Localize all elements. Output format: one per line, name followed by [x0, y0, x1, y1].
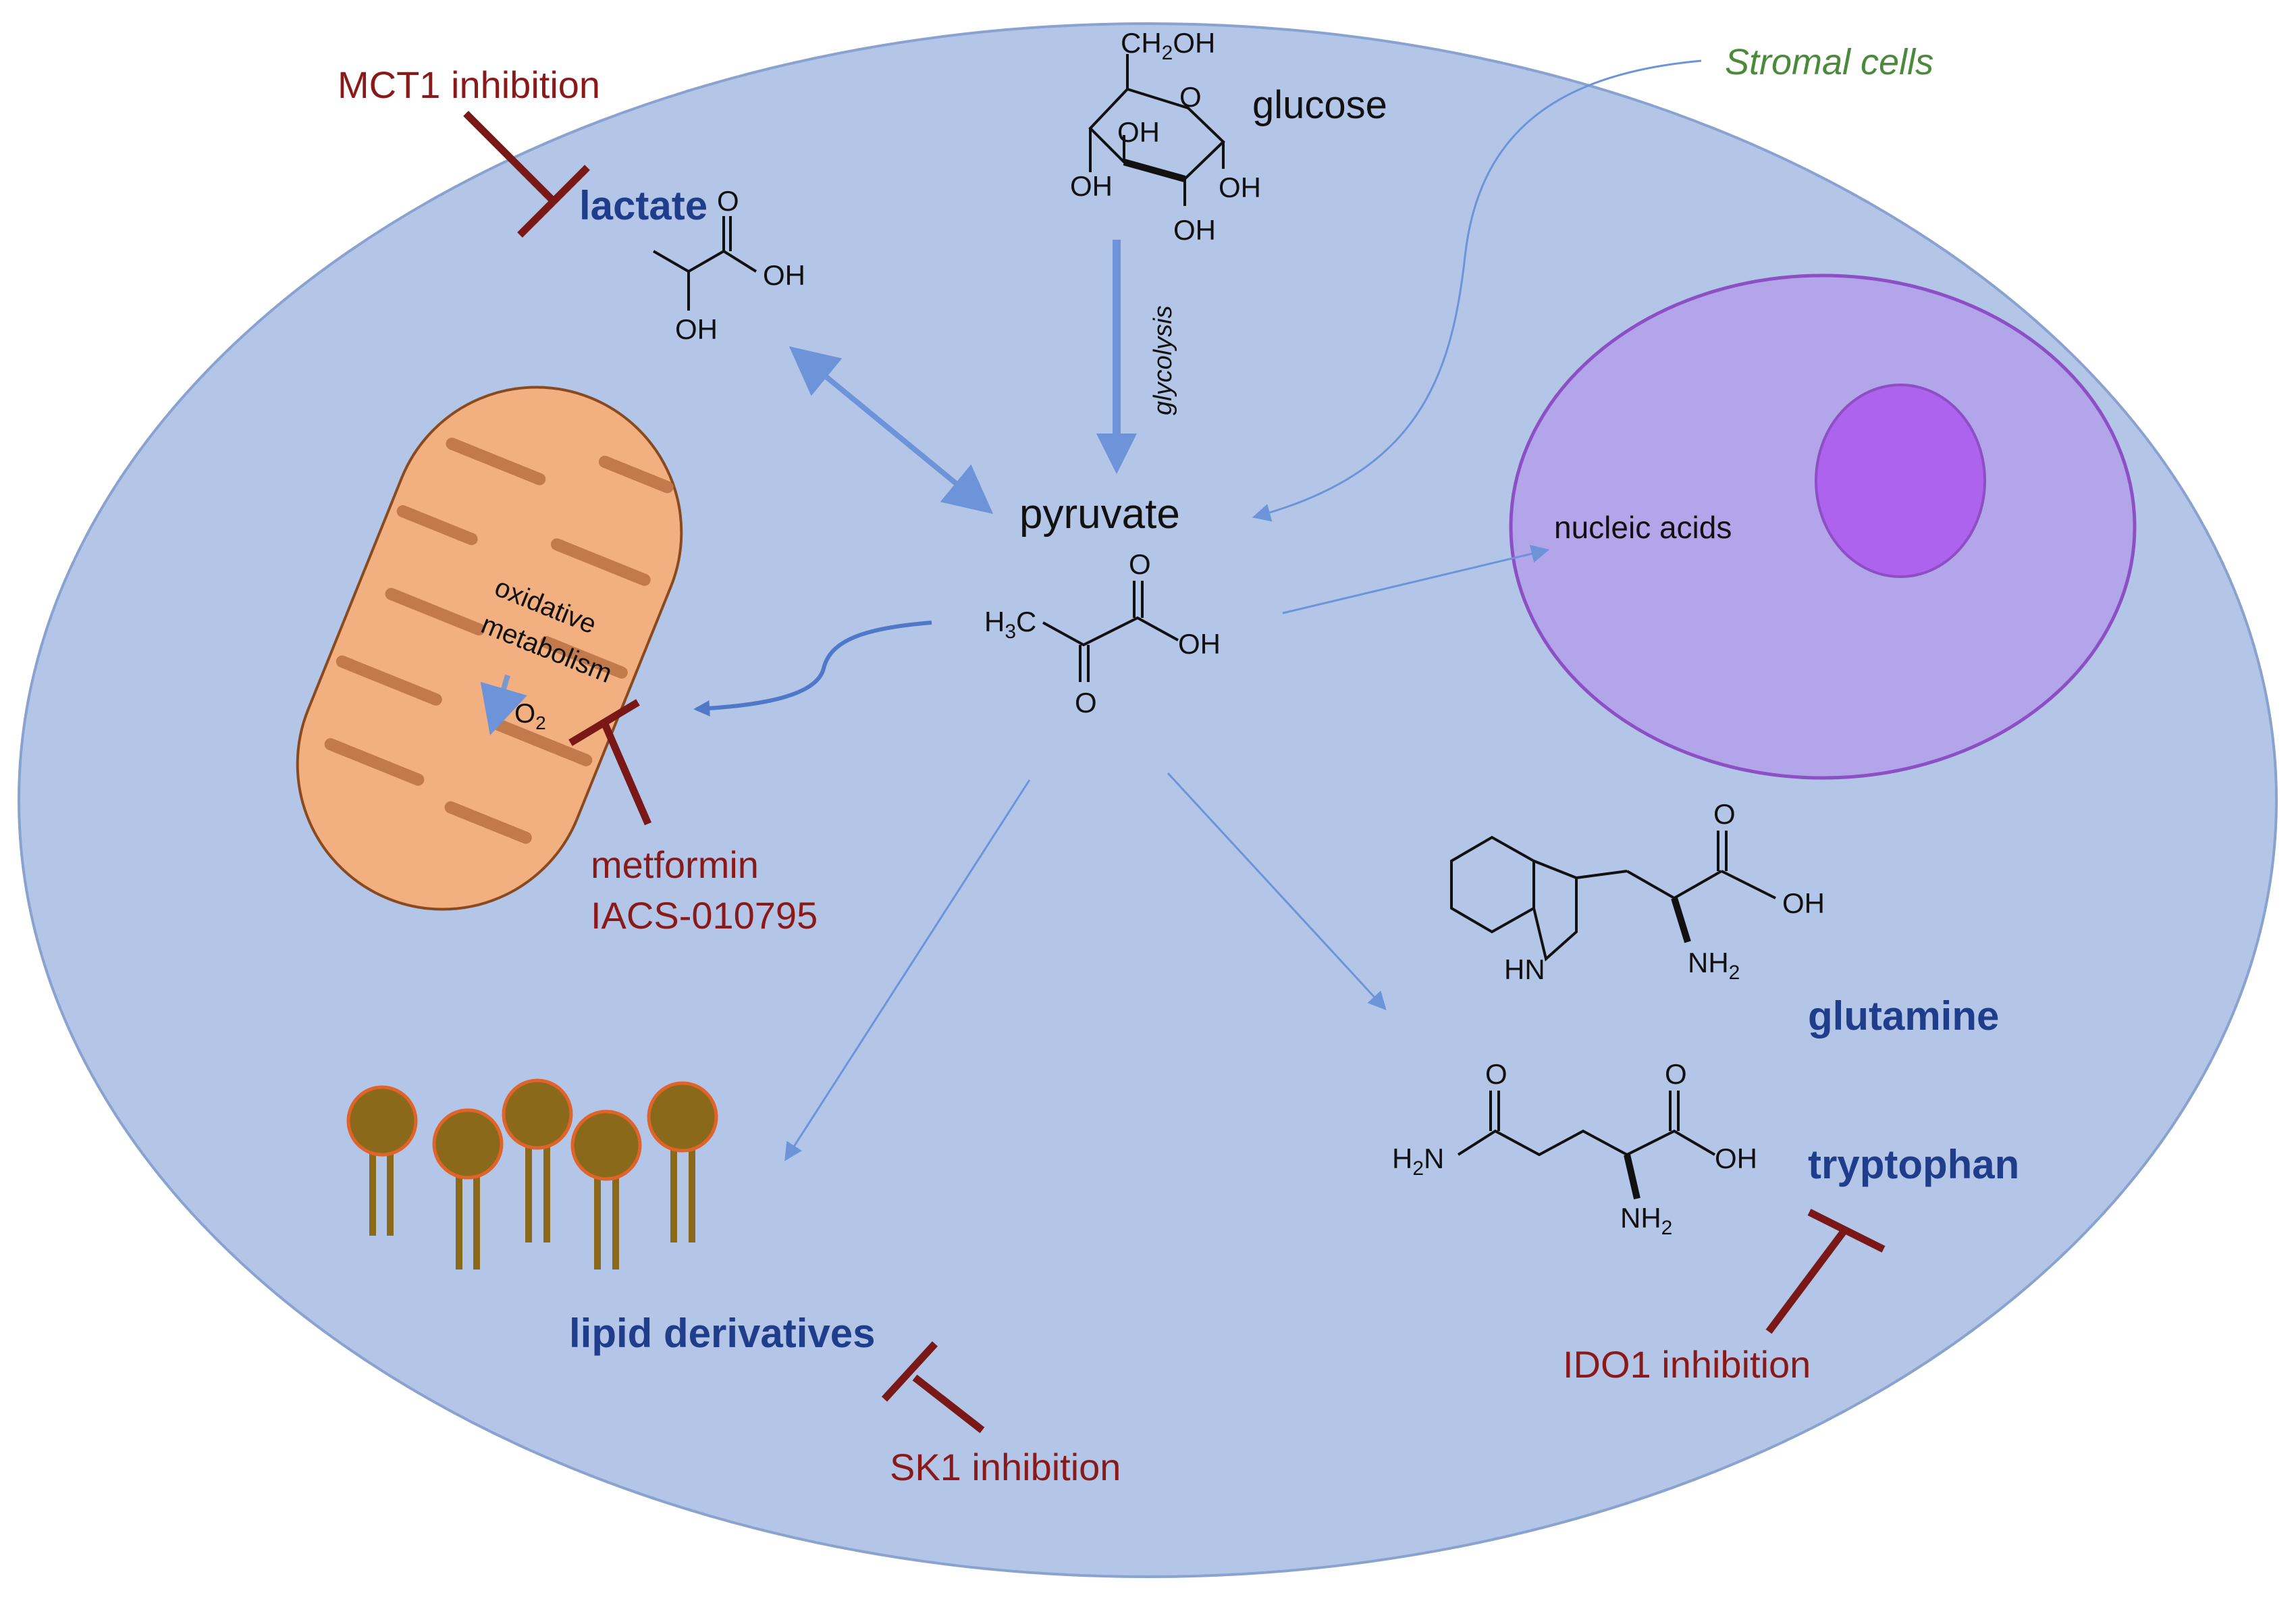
oxygen-arrow [480, 674, 527, 735]
glutamine-nh2-label: NH2 [1620, 1202, 1672, 1239]
glycolysis-label: glycolysis [1149, 305, 1177, 415]
nucleic-acids-label: nucleic acids [1554, 510, 1732, 545]
lactate-o-label: O [717, 185, 739, 217]
nucleolus [1815, 384, 1986, 578]
pyruvate-to-lipids-arrow [784, 779, 1031, 1161]
stromal-cells-arrow [1252, 59, 1702, 522]
tryptophan-oh-label: OH [1782, 887, 1825, 919]
glucose-oh-label: OH [1070, 170, 1113, 202]
mitochondrion [296, 386, 683, 911]
pyruvate-h3c-label: H3C [984, 606, 1036, 643]
ido1-inhibition-label: IDO1 inhibition [1563, 1343, 1811, 1386]
lipid-derivatives-label: lipid derivatives [569, 1311, 876, 1356]
pyruvate-o-label: O [1129, 548, 1151, 580]
lactate-label: lactate [579, 183, 708, 228]
lipid-cluster [369, 1134, 695, 1269]
glucose-label: glucose [1252, 83, 1387, 127]
lipid-head [647, 1081, 718, 1153]
sk1-inhibition-label: SK1 inhibition [890, 1446, 1121, 1488]
lactate-structure: O OH OH [653, 185, 805, 345]
glucose-structure: CH2OH O OH OH OH OH [1070, 27, 1261, 246]
lactate-oh-label: OH [763, 259, 805, 291]
pyruvate-oh-label: OH [1178, 628, 1221, 660]
pyruvate-to-mitochondria-arrow [693, 621, 932, 717]
pyruvate-structure: H3C O OH O [984, 548, 1221, 718]
iacs-010795-label: IACS-010795 [591, 894, 818, 937]
glutamine-o-label: O [1485, 1058, 1507, 1090]
lipid-head [346, 1085, 418, 1157]
pyruvate-to-amino-acids-arrow [1167, 772, 1387, 1010]
lactate-pyruvate-arrow [789, 346, 994, 515]
glucose-ring-o-label: O [1179, 81, 1202, 113]
lipid-head [502, 1078, 573, 1150]
mct1-inhibitor [463, 111, 590, 238]
tryptophan-o-label: O [1713, 798, 1736, 830]
lipid-head [570, 1109, 642, 1181]
oxygen-label: O2 [514, 699, 546, 733]
metformin-inhibitor [568, 699, 652, 826]
glucose-ch2oh-label: CH2OH [1121, 27, 1215, 64]
mitochondrial-cristae [324, 438, 674, 844]
glucose-oh-label: OH [1219, 172, 1261, 203]
pyruvate-to-nucleic-acids-arrow [1282, 544, 1550, 614]
tryptophan-hn-label: HN [1504, 953, 1545, 985]
glutamine-h2n-label: H2N [1392, 1143, 1444, 1180]
glutamine-structure: O O H2N OH NH2 [1392, 1058, 1757, 1239]
glucose-oh-label: OH [1173, 214, 1216, 246]
lactate-oh-label: OH [675, 313, 718, 345]
glutamine-o-label: O [1665, 1058, 1687, 1090]
metformin-label: metformin [591, 843, 759, 886]
lipid-head [432, 1108, 504, 1180]
glutamine-label: glutamine [1808, 993, 1999, 1039]
tryptophan-nh2-label: NH2 [1688, 947, 1740, 984]
stromal-cells-label: Stromal cells [1725, 42, 1933, 82]
nucleus [1509, 273, 2137, 780]
ido1-inhibitor [1765, 1209, 1886, 1334]
glutamine-oh-label: OH [1715, 1143, 1757, 1174]
mct1-inhibition-label: MCT1 inhibition [338, 63, 600, 106]
pyruvate-label: pyruvate [1019, 491, 1180, 538]
tryptophan-label: tryptophan [1808, 1142, 2019, 1187]
pyruvate-o-label: O [1075, 687, 1097, 718]
sk1-inhibitor [881, 1341, 985, 1434]
tryptophan-structure: O OH HN NH2 [1450, 798, 1825, 985]
glucose-oh-label: OH [1117, 116, 1160, 148]
